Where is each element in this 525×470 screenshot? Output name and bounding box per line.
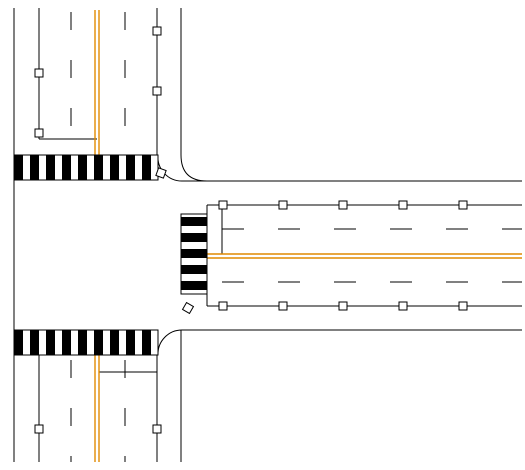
crosswalk-stripe	[142, 330, 151, 355]
post-marker	[152, 26, 162, 36]
post-marker	[278, 301, 288, 311]
south-road-markings	[38, 355, 158, 462]
crosswalk-stripe	[94, 330, 103, 355]
post-marker	[34, 68, 44, 78]
east-road-markings	[206, 204, 522, 307]
post-marker	[155, 167, 167, 179]
north-center-line	[94, 10, 100, 155]
crosswalk-stripe	[181, 217, 207, 226]
post-marker	[181, 301, 195, 315]
crosswalk-north	[13, 154, 159, 181]
post-marker	[34, 128, 44, 138]
crosswalk-stripe	[14, 155, 23, 180]
crosswalk-stripe	[46, 155, 55, 180]
post-marker	[218, 301, 228, 311]
post-marker	[458, 301, 468, 311]
crosswalk-stripe	[110, 330, 119, 355]
post-marker	[152, 424, 162, 434]
post-marker	[34, 424, 44, 434]
crosswalk-stripe	[181, 249, 207, 258]
crosswalk-stripe	[14, 330, 23, 355]
crosswalk-stripe	[94, 155, 103, 180]
crosswalk-stripe	[181, 233, 207, 242]
crosswalk-stripe	[181, 265, 207, 274]
crosswalk-stripe	[30, 330, 39, 355]
post-marker	[218, 200, 228, 210]
crosswalk-east	[180, 213, 208, 295]
crosswalk-stripe	[78, 330, 87, 355]
crosswalk-stripe	[181, 281, 207, 290]
road-boundaries	[13, 8, 522, 462]
crosswalk-stripe	[110, 155, 119, 180]
crosswalk-stripe	[62, 330, 71, 355]
crosswalk-stripe	[126, 155, 135, 180]
post-marker	[278, 200, 288, 210]
post-marker	[398, 200, 408, 210]
post-marker	[458, 200, 468, 210]
crosswalk-stripe	[30, 155, 39, 180]
post-marker	[398, 301, 408, 311]
post-markers	[34, 26, 468, 434]
post-marker	[338, 200, 348, 210]
south-center-line	[94, 355, 100, 462]
crosswalk-stripe	[78, 155, 87, 180]
crosswalk-south	[13, 329, 159, 356]
northeast-curb-outer	[180, 154, 208, 182]
post-marker	[338, 301, 348, 311]
north-road-markings	[38, 8, 158, 155]
crosswalk-stripe	[142, 155, 151, 180]
crosswalk-stripe	[126, 330, 135, 355]
crosswalk-stripe	[46, 330, 55, 355]
post-marker	[152, 86, 162, 96]
crosswalk-stripe	[62, 155, 71, 180]
southeast-curb-arc	[157, 329, 183, 356]
east-center-line	[207, 253, 522, 259]
